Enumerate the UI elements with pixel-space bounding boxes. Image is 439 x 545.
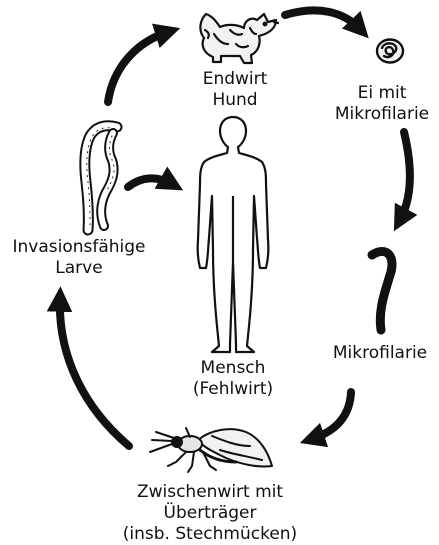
arrow-dog-to-egg [285, 10, 360, 29]
label-zwischenwirt: Zwischenwirt mit Überträger (insb. Stech… [105, 482, 315, 545]
microfilaria-icon [372, 252, 392, 330]
larva-icon [85, 126, 117, 230]
human-icon [198, 117, 269, 352]
label-ei: Ei mit Mikrofilarie [330, 83, 434, 125]
label-mikrofilarie: Mikrofilarie [328, 343, 432, 364]
arrow-larva-to-dog [108, 32, 168, 102]
arrow-microfilaria-to-mosquito [312, 392, 351, 439]
dog-icon [200, 14, 278, 63]
label-larve: Invasionsfähige Larve [4, 237, 154, 279]
arrow-mosquito-to-larva [60, 299, 129, 446]
label-endwirt: Endwirt Hund [196, 69, 274, 111]
mosquito-icon [150, 428, 272, 472]
egg-icon [377, 40, 403, 63]
arrow-egg-to-microfilaria [400, 132, 410, 220]
label-mensch: Mensch (Fehlwirt) [186, 358, 280, 400]
arrow-larva-to-human [128, 178, 172, 187]
